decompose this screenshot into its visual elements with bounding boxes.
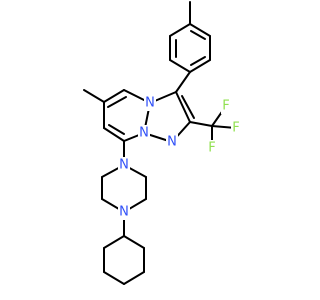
pyrimidine-ring-bonds (83, 89, 151, 142)
bond (103, 271, 125, 285)
bond (181, 95, 195, 119)
atom-symbol: N (119, 158, 129, 173)
atom-symbol: F (208, 141, 215, 156)
atom-bridgehead-nitrogen: N (138, 125, 150, 141)
atom-symbol: F (222, 99, 229, 114)
label-background (138, 125, 150, 141)
atom-pyrazole-nitrogen: N (166, 134, 178, 150)
atom-fluorine-top: F (221, 98, 231, 114)
molecule-canvas: N N N N N F F (83, 1, 241, 285)
atom-labels: N N N N N F F (118, 95, 241, 220)
bond (83, 89, 105, 103)
atom-piperazine-nitrogen-top: N (118, 157, 130, 173)
label-background (231, 120, 241, 136)
bond (169, 23, 191, 37)
label-background (118, 204, 130, 220)
atom-pyrimidine-nitrogen: N (144, 95, 156, 111)
label-background (166, 134, 178, 150)
bond (175, 91, 191, 123)
bond (190, 56, 206, 66)
label-background (207, 140, 217, 156)
cyclohexyl-ring-bonds (103, 211, 145, 285)
label-background (221, 98, 231, 114)
bond (189, 59, 211, 73)
atom-piperazine-nitrogen-bottom: N (118, 204, 130, 220)
bond (123, 271, 145, 285)
tolyl-ring-bonds (169, 1, 211, 73)
bond (190, 30, 206, 40)
label-background (144, 95, 156, 111)
bond (123, 235, 145, 249)
bond (189, 23, 211, 37)
label-background (118, 157, 130, 173)
bond (169, 59, 191, 73)
bond (103, 89, 125, 103)
atom-symbol: N (145, 96, 155, 111)
bond (189, 121, 213, 127)
bond (103, 235, 125, 249)
bond (175, 71, 191, 93)
atom-symbol: N (139, 126, 149, 141)
piperazine-ring-bonds (101, 140, 147, 213)
bond (108, 124, 125, 135)
atom-symbol: F (232, 121, 239, 136)
atom-fluorine-bottom: F (207, 140, 217, 156)
bond (107, 96, 127, 108)
atom-symbol: N (119, 205, 129, 220)
atom-symbol: N (167, 135, 177, 150)
molecule-structure-diagram: N N N N N F F (83, 1, 241, 285)
atom-fluorine-right: F (231, 120, 241, 136)
bond (103, 127, 125, 142)
